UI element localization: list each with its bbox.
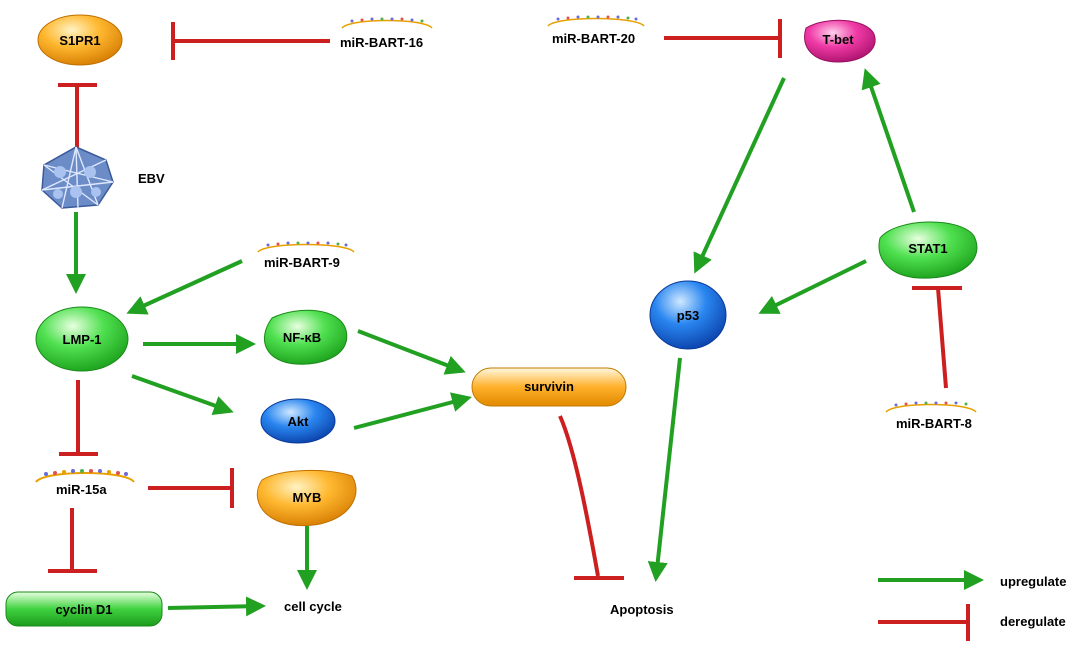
mirna-strand-icon xyxy=(547,17,645,27)
mirna-bart16-label: miR-BART-16 xyxy=(340,35,423,50)
inhibit-bart20-tbet xyxy=(664,19,782,58)
edges xyxy=(48,19,962,617)
inhibit-mir15a-cyclind1 xyxy=(48,508,97,573)
mirna-bart8: miR-BART-8 xyxy=(885,401,977,431)
node-survivin: survivin xyxy=(471,367,627,407)
mirna-strand-icon xyxy=(35,472,135,483)
activate-stat1-tbet xyxy=(861,68,916,213)
node-cyclin-d1: cyclin D1 xyxy=(5,591,163,627)
node-nfkb: NF-κB xyxy=(263,309,348,365)
inhibit-survivin-apoptosis xyxy=(558,415,624,580)
node-myb: MYB xyxy=(256,469,357,526)
activate-nfkb-survivin xyxy=(357,329,466,375)
legend-deregulate-label: deregulate xyxy=(1000,614,1066,629)
node-myb-label: MYB xyxy=(293,490,322,505)
mirna-dots-icon xyxy=(894,401,968,407)
ebv-virus-icon xyxy=(41,146,114,209)
node-survivin-label: survivin xyxy=(524,379,574,394)
mirna-strand-icon xyxy=(341,19,433,29)
activate-stat1-p53 xyxy=(758,259,867,314)
legend-deregulate-bar xyxy=(878,604,970,641)
node-s1pr1: S1PR1 xyxy=(37,14,123,66)
inhibit-bart8-stat1 xyxy=(912,286,962,389)
mirna-strand-icon xyxy=(885,403,977,413)
legend: upregulate deregulate xyxy=(878,570,1066,641)
mirna-bart20: miR-BART-20 xyxy=(547,15,645,46)
activate-akt-survivin xyxy=(353,392,472,430)
mirna-strand-icon xyxy=(257,243,355,253)
legend-upregulate-label: upregulate xyxy=(1000,574,1066,589)
mirna-mir15a: miR-15a xyxy=(35,469,135,497)
node-cyclin-d1-label: cyclin D1 xyxy=(55,602,112,617)
inhibit-ebv-s1pr1 xyxy=(58,83,97,148)
cell-cycle-label: cell cycle xyxy=(284,599,342,614)
node-lmp1: LMP-1 xyxy=(35,306,129,372)
node-tbet-label: T-bet xyxy=(822,32,854,47)
mirna-dots-icon xyxy=(556,15,638,21)
mirna-dots-icon xyxy=(266,241,348,247)
mirna-bart20-label: miR-BART-20 xyxy=(552,31,635,46)
mirna-bart9: miR-BART-9 xyxy=(257,241,355,270)
activate-tbet-p53 xyxy=(693,77,786,274)
node-s1pr1-label: S1PR1 xyxy=(59,33,100,48)
node-akt: Akt xyxy=(260,398,336,444)
mirna-dots-icon xyxy=(350,17,424,23)
mirna-dots-icon xyxy=(44,469,128,476)
node-stat1-label: STAT1 xyxy=(908,241,947,256)
mirna-mir15a-label: miR-15a xyxy=(56,482,107,497)
inhibit-bart16-s1pr1 xyxy=(171,22,330,60)
node-nfkb-label: NF-κB xyxy=(283,330,321,345)
inhibit-mir15a-myb xyxy=(148,468,234,508)
activate-p53-apoptosis xyxy=(647,357,682,582)
activate-cyclind1-cellcycle xyxy=(167,596,266,617)
mirna-bart8-label: miR-BART-8 xyxy=(896,416,972,431)
node-stat1: STAT1 xyxy=(878,221,978,279)
ebv-label: EBV xyxy=(138,171,165,186)
activate-bart9-lmp1 xyxy=(126,259,243,315)
node-p53: p53 xyxy=(649,280,727,350)
activate-lmp1-akt xyxy=(131,374,234,416)
node-tbet: T-bet xyxy=(804,19,876,63)
mirna-bart16: miR-BART-16 xyxy=(340,17,433,50)
node-p53-label: p53 xyxy=(677,308,699,323)
inhibit-lmp1-mir15a xyxy=(59,380,98,456)
node-akt-label: Akt xyxy=(288,414,310,429)
apoptosis-label: Apoptosis xyxy=(610,602,674,617)
mirna-bart9-label: miR-BART-9 xyxy=(264,255,340,270)
node-lmp1-label: LMP-1 xyxy=(63,332,102,347)
